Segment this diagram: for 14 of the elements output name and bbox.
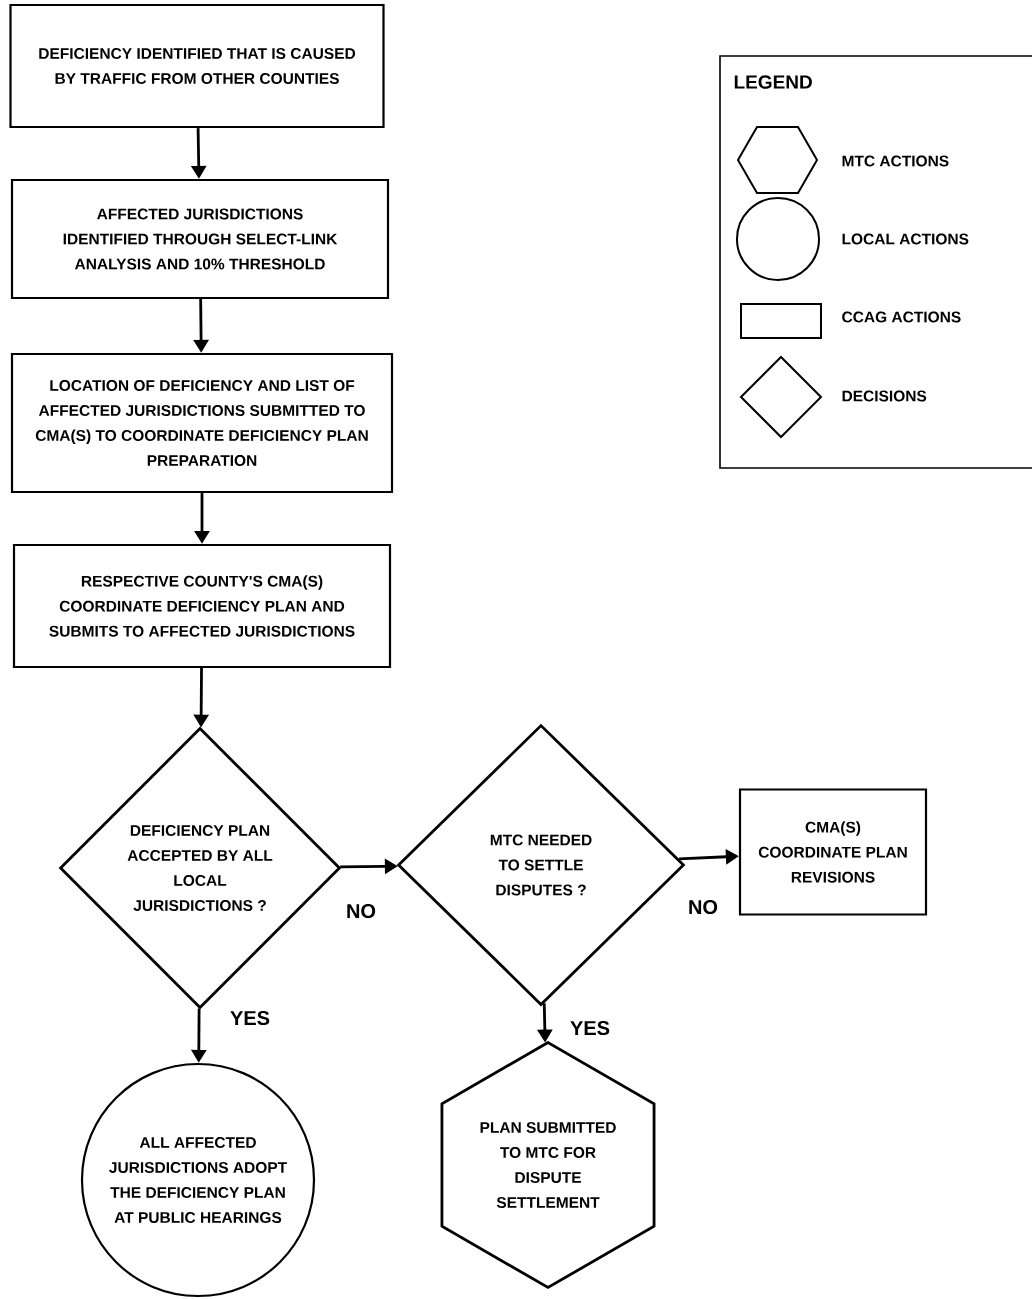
legend-title: LEGEND bbox=[734, 75, 812, 89]
edge-label: YES bbox=[229, 1009, 271, 1027]
process-box: DEFICIENCY IDENTIFIED THAT IS CAUSED BY TRAFFIC FROM OTHER COUNTIES bbox=[9, 3, 385, 129]
legend-text: CCAG ACTIONS bbox=[842, 311, 961, 323]
process-box: LOCATION OF DEFICIENCY AND LIST OF AFFECTED JURISDICTIONS SUBMITTED TO CMA(S) TO COORDINATE DEFICIENCY PLAN PREPARATION bbox=[10, 352, 394, 494]
legend-text: DECISIONS bbox=[842, 390, 927, 402]
legend-text: MTC ACTIONS bbox=[842, 155, 949, 167]
legend-text: LOCAL ACTIONS bbox=[842, 233, 969, 245]
process-box: CMA(S) COORDINATE PLAN REVISIONS bbox=[738, 788, 928, 916]
edge-label: NO bbox=[687, 898, 719, 916]
edge-label: YES bbox=[569, 1019, 611, 1037]
edge-label: NO bbox=[345, 902, 377, 920]
process-box: RESPECTIVE COUNTY'S CMA(S) COORDINATE DEFICIENCY PLAN AND SUBMITS TO AFFECTED JURISDICTIONS bbox=[12, 543, 392, 669]
process-box: AFFECTED JURISDICTIONS IDENTIFIED THROUGH SELECT-LINK ANALYSIS AND 10% THRESHOLD bbox=[10, 178, 390, 300]
